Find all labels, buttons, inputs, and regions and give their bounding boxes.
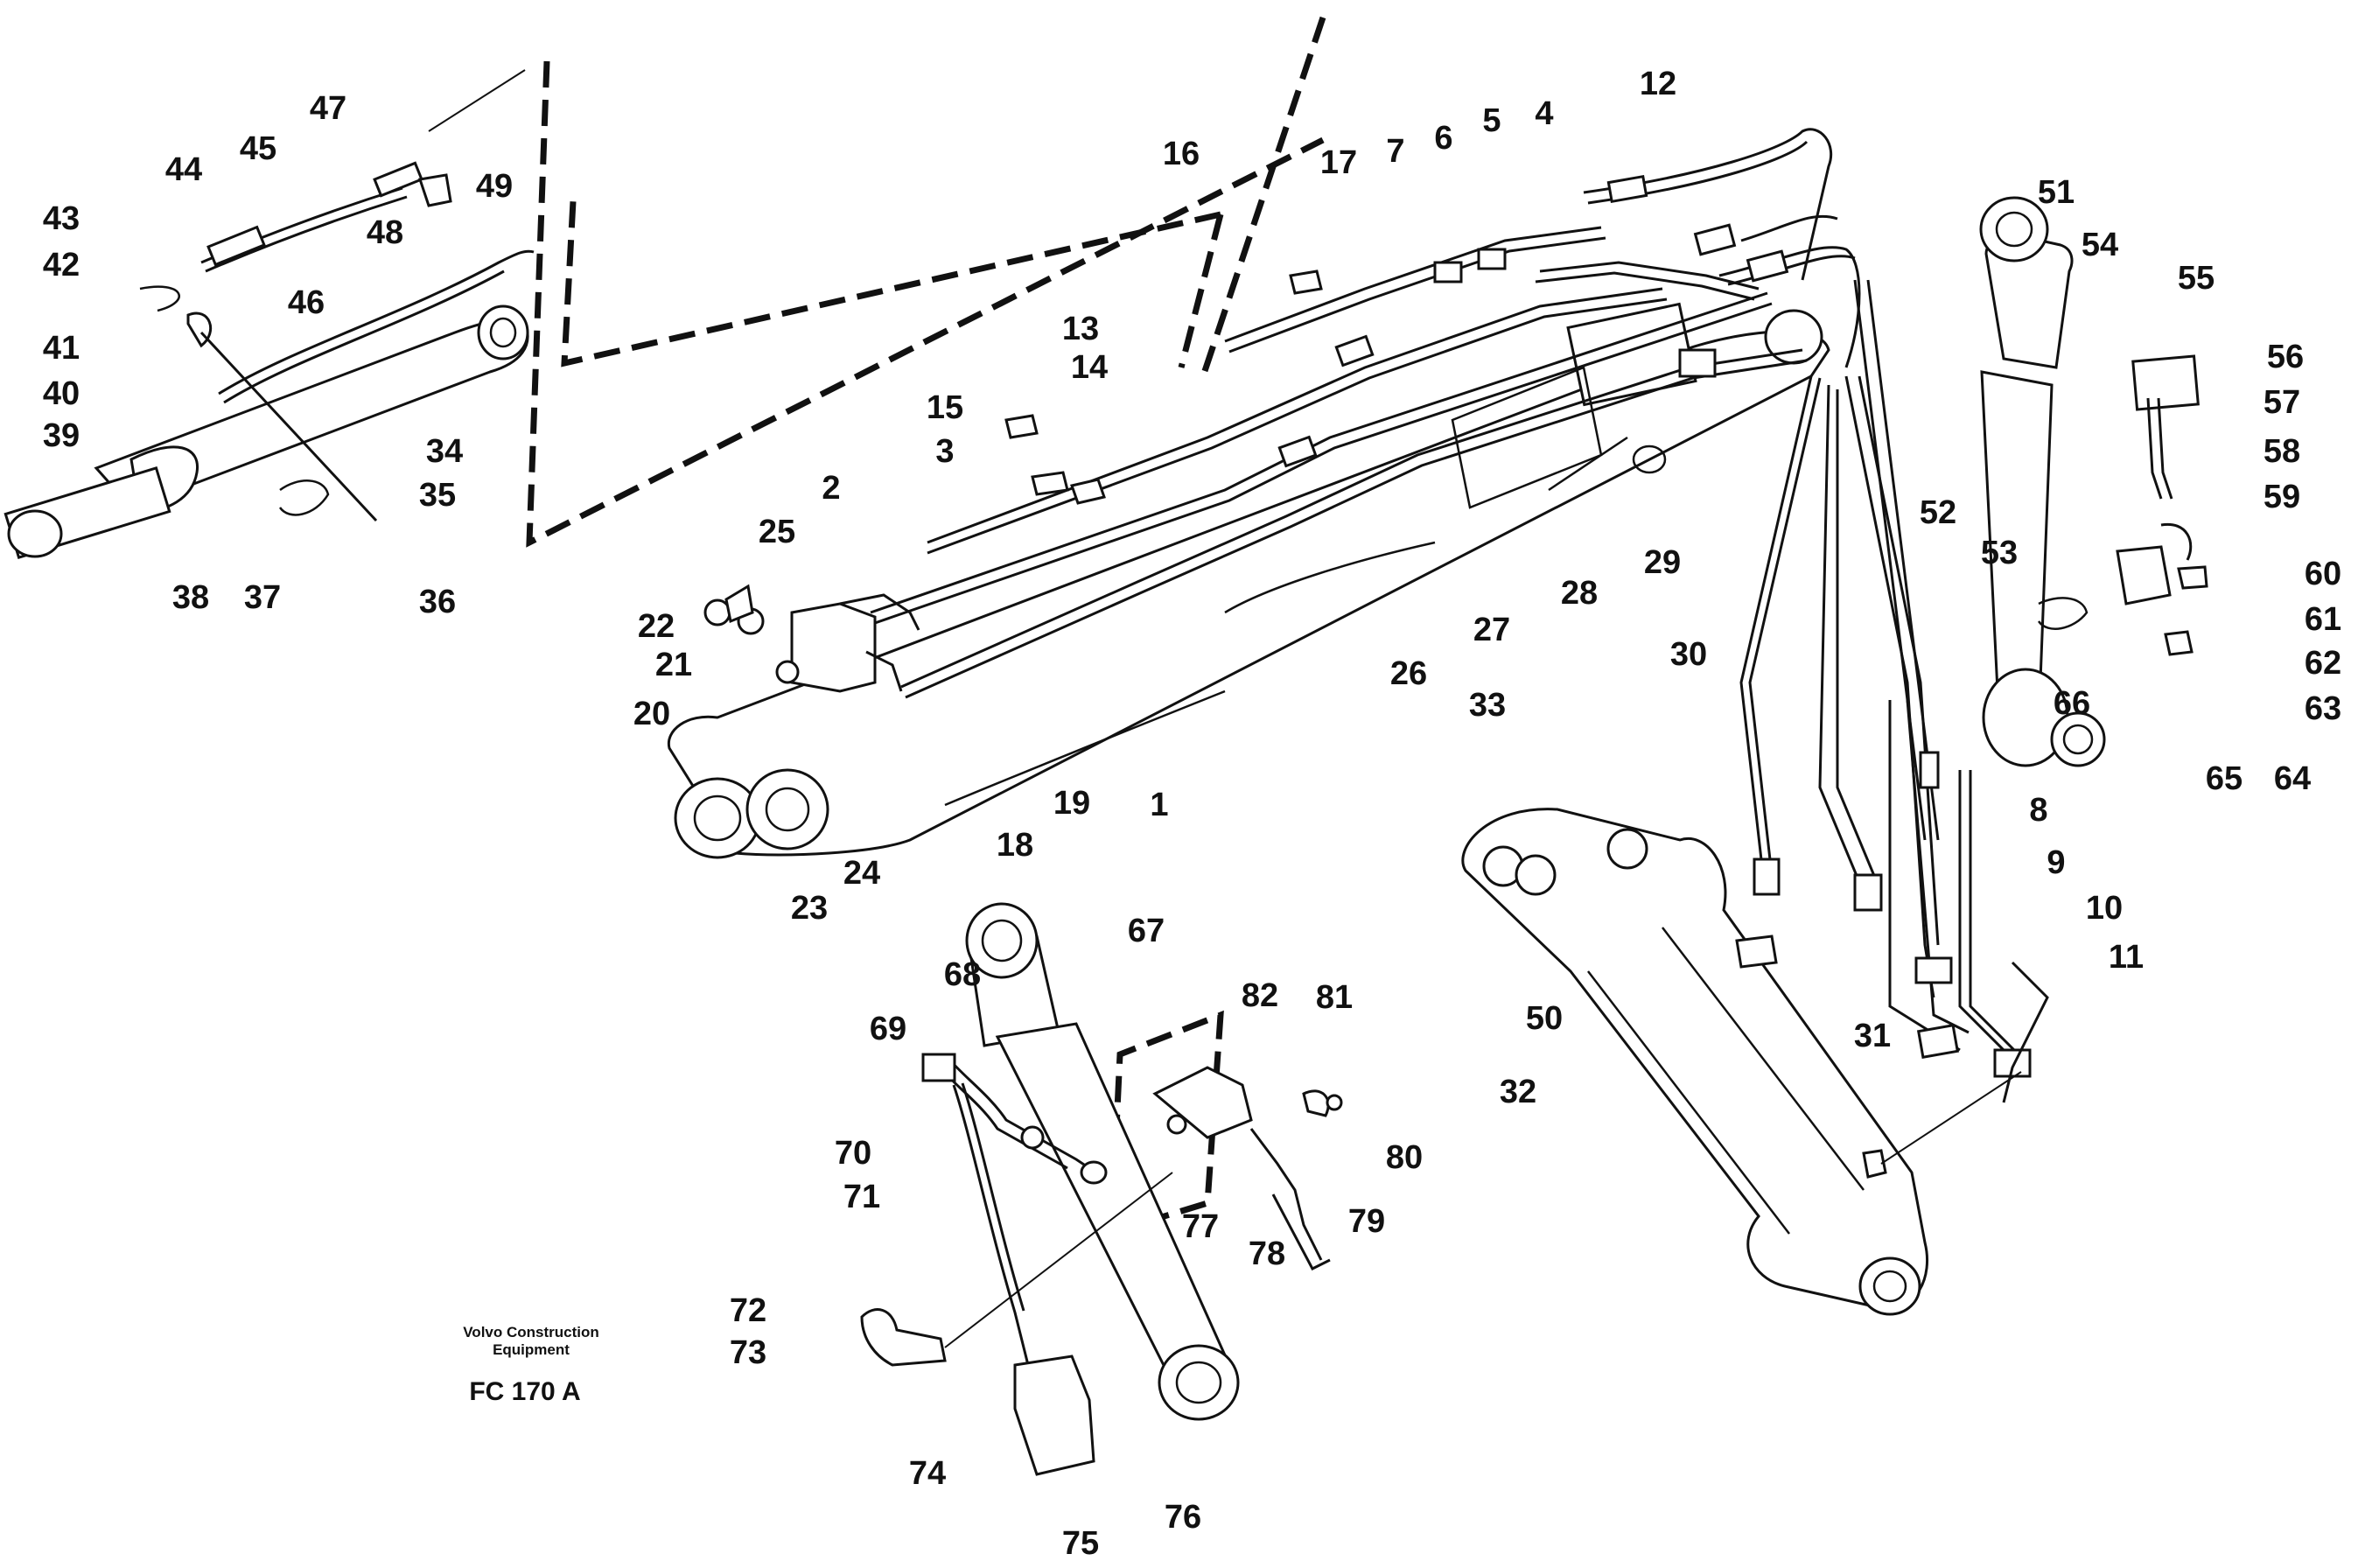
callout-13: 13 xyxy=(1062,311,1099,347)
callout-30: 30 xyxy=(1670,636,1707,673)
callout-77: 77 xyxy=(1182,1208,1219,1245)
callout-65: 65 xyxy=(2206,760,2243,797)
callout-59: 59 xyxy=(2264,479,2300,515)
callout-4: 4 xyxy=(1535,95,1553,132)
callout-8: 8 xyxy=(2029,792,2047,829)
cylinder-lower xyxy=(860,902,1343,1476)
callout-21: 21 xyxy=(655,647,692,683)
callout-72: 72 xyxy=(730,1292,766,1329)
callout-74: 74 xyxy=(909,1455,946,1492)
callout-19: 19 xyxy=(1053,785,1090,822)
cylinder-upper-left xyxy=(3,69,535,560)
callout-49: 49 xyxy=(476,168,513,205)
callout-78: 78 xyxy=(1249,1236,1285,1272)
callout-82: 82 xyxy=(1242,977,1278,1014)
callout-36: 36 xyxy=(419,584,456,620)
callout-48: 48 xyxy=(367,214,403,251)
callout-15: 15 xyxy=(927,389,963,426)
callout-9: 9 xyxy=(2047,844,2065,881)
callout-80: 80 xyxy=(1386,1139,1423,1176)
callout-34: 34 xyxy=(426,433,463,470)
callout-41: 41 xyxy=(43,330,80,367)
callout-39: 39 xyxy=(43,417,80,454)
callout-44: 44 xyxy=(165,151,202,188)
callout-3: 3 xyxy=(935,433,954,470)
callout-24: 24 xyxy=(843,855,880,892)
callout-62: 62 xyxy=(2305,645,2341,682)
callout-20: 20 xyxy=(633,696,670,732)
callout-54: 54 xyxy=(2082,227,2118,263)
callout-2: 2 xyxy=(822,470,840,507)
callout-52: 52 xyxy=(1920,494,1956,531)
callout-60: 60 xyxy=(2305,556,2341,592)
callout-47: 47 xyxy=(310,90,346,127)
boom-pipes xyxy=(870,226,1808,699)
callout-29: 29 xyxy=(1644,544,1681,581)
callout-67: 67 xyxy=(1128,913,1165,949)
callout-5: 5 xyxy=(1482,102,1501,139)
valve-block-left xyxy=(703,584,920,693)
callout-56: 56 xyxy=(2267,339,2304,375)
callout-42: 42 xyxy=(43,247,80,284)
cylinder-right xyxy=(1979,196,2208,767)
callout-38: 38 xyxy=(172,579,209,616)
boom xyxy=(667,302,1830,859)
callout-7: 7 xyxy=(1386,133,1404,170)
callout-11: 11 xyxy=(2109,939,2144,976)
callout-1: 1 xyxy=(1150,787,1168,823)
callout-37: 37 xyxy=(244,579,281,616)
callout-6: 6 xyxy=(1434,120,1452,157)
callout-70: 70 xyxy=(835,1135,871,1172)
callout-76: 76 xyxy=(1165,1499,1201,1536)
callout-75: 75 xyxy=(1062,1525,1099,1562)
callout-46: 46 xyxy=(288,284,325,321)
dipper-arm xyxy=(1461,808,2022,1316)
callout-27: 27 xyxy=(1473,612,1510,648)
callout-71: 71 xyxy=(843,1179,880,1215)
callout-26: 26 xyxy=(1390,655,1427,692)
callout-79: 79 xyxy=(1348,1203,1385,1240)
callout-64: 64 xyxy=(2274,760,2311,797)
callout-58: 58 xyxy=(2264,433,2300,470)
callout-61: 61 xyxy=(2305,601,2341,638)
hoses-upper-right xyxy=(1583,128,2049,1103)
callout-33: 33 xyxy=(1469,687,1506,724)
callout-66: 66 xyxy=(2054,685,2090,722)
callout-50: 50 xyxy=(1526,1000,1563,1037)
callout-81: 81 xyxy=(1316,979,1353,1016)
caption-line2: Equipment xyxy=(493,1341,570,1358)
caption-line1: Volvo Construction xyxy=(463,1324,599,1340)
callout-10: 10 xyxy=(2086,890,2123,927)
callout-16: 16 xyxy=(1163,136,1200,172)
callout-55: 55 xyxy=(2178,260,2215,297)
callout-31: 31 xyxy=(1854,1018,1891,1054)
callout-69: 69 xyxy=(870,1011,906,1047)
callout-57: 57 xyxy=(2264,384,2300,421)
callout-68: 68 xyxy=(944,956,981,993)
callout-14: 14 xyxy=(1071,349,1108,386)
caption-code: FC 170 A xyxy=(469,1377,580,1406)
callout-22: 22 xyxy=(638,608,675,645)
diagram-caption: Volvo Construction Equipment FC 170 A xyxy=(463,1324,599,1406)
callout-43: 43 xyxy=(43,200,80,237)
callout-45: 45 xyxy=(240,130,276,167)
callout-32: 32 xyxy=(1500,1074,1536,1110)
callout-12: 12 xyxy=(1640,66,1676,102)
callout-17: 17 xyxy=(1320,144,1357,181)
callout-40: 40 xyxy=(43,375,80,412)
callout-35: 35 xyxy=(419,477,456,514)
callout-53: 53 xyxy=(1981,535,2018,571)
callout-28: 28 xyxy=(1561,575,1598,612)
callout-73: 73 xyxy=(730,1334,766,1371)
callout-25: 25 xyxy=(759,514,795,550)
callout-23: 23 xyxy=(791,890,828,927)
callout-18: 18 xyxy=(997,827,1033,864)
callout-63: 63 xyxy=(2305,690,2341,727)
callout-51: 51 xyxy=(2038,174,2075,211)
